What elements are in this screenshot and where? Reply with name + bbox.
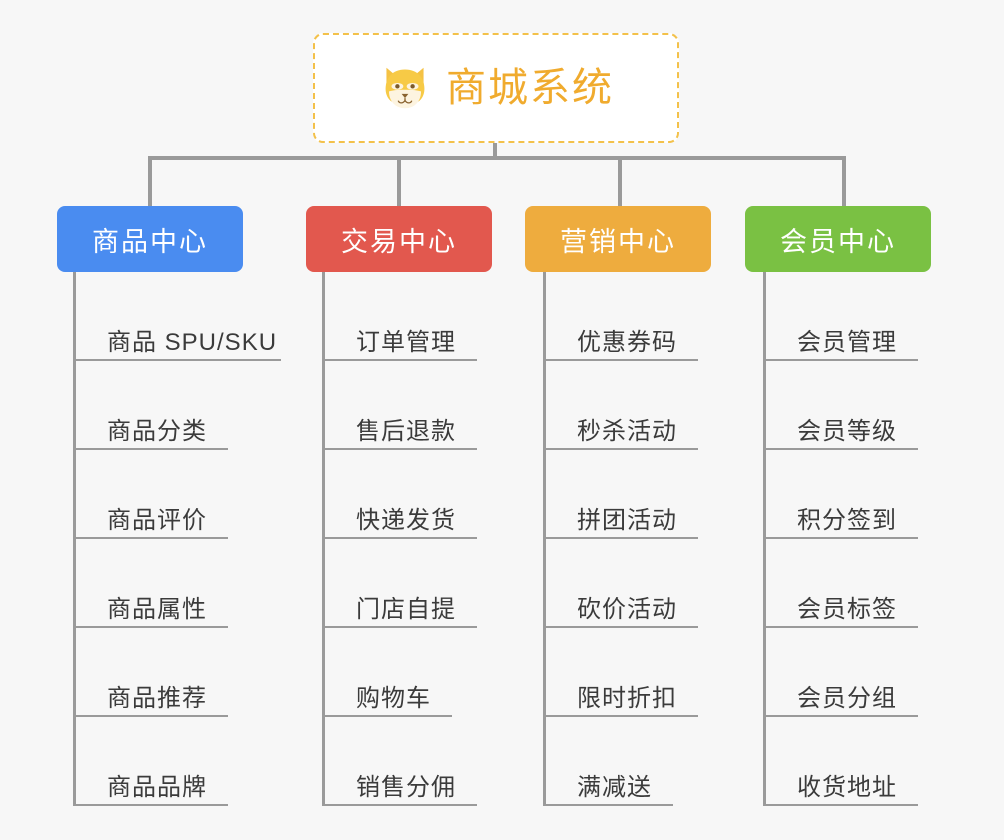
- leaf-item[interactable]: 商品分类: [73, 361, 277, 450]
- leaf-item-underline: [322, 626, 477, 628]
- leaf-item-label: 拼团活动: [577, 506, 677, 534]
- root-node-title: 商城系统: [446, 66, 614, 110]
- leaf-item[interactable]: 订单管理: [322, 272, 477, 361]
- leaf-item-label: 商品属性: [107, 595, 207, 623]
- leaf-item[interactable]: 销售分佣: [322, 717, 477, 806]
- category-label: 交易中心: [341, 226, 457, 257]
- leaf-item-underline: [763, 537, 918, 539]
- leaf-item-label: 会员管理: [797, 328, 897, 356]
- leaf-item[interactable]: 会员标签: [763, 539, 918, 628]
- leaf-item-underline: [763, 626, 918, 628]
- leaf-item[interactable]: 满减送: [543, 717, 677, 806]
- leaf-item[interactable]: 秒杀活动: [543, 361, 698, 450]
- leaf-item-label: 会员标签: [797, 595, 897, 623]
- leaf-item[interactable]: 积分签到: [763, 450, 918, 539]
- leaf-item-label: 快递发货: [356, 506, 456, 534]
- leaf-item[interactable]: 商品评价: [73, 450, 277, 539]
- leaf-item-label: 积分签到: [797, 506, 897, 534]
- category-label: 会员中心: [780, 226, 896, 257]
- leaf-item-underline: [322, 804, 477, 806]
- category-column-2: 订单管理售后退款快递发货门店自提购物车销售分佣: [322, 272, 477, 806]
- connector-bus: [148, 156, 846, 160]
- column-rail: [73, 272, 76, 806]
- leaf-item-underline: [543, 715, 698, 717]
- leaf-item[interactable]: 会员等级: [763, 361, 918, 450]
- leaf-item[interactable]: 快递发货: [322, 450, 477, 539]
- leaf-item-underline: [763, 448, 918, 450]
- leaf-item[interactable]: 售后退款: [322, 361, 477, 450]
- column-rail: [543, 272, 546, 806]
- leaf-item-label: 会员分组: [797, 684, 897, 712]
- leaf-item-underline: [73, 715, 228, 717]
- leaf-item-label: 商品品牌: [107, 773, 207, 801]
- leaf-item-label: 限时折扣: [577, 684, 677, 712]
- leaf-item-label: 商品分类: [107, 417, 207, 445]
- leaf-item-label: 商品评价: [107, 506, 207, 534]
- column-rail: [763, 272, 766, 806]
- leaf-item-label: 售后退款: [356, 417, 456, 445]
- leaf-item-label: 砍价活动: [577, 595, 677, 623]
- leaf-item-underline: [322, 715, 452, 717]
- root-node-card[interactable]: 商城系统: [313, 33, 679, 143]
- leaf-item[interactable]: 收货地址: [763, 717, 918, 806]
- leaf-item-underline: [73, 448, 228, 450]
- leaf-item[interactable]: 会员管理: [763, 272, 918, 361]
- shiba-dog-icon: [385, 67, 425, 109]
- connector-drop-3: [618, 156, 622, 208]
- connector-drop-2: [397, 156, 401, 208]
- leaf-item-label: 满减送: [577, 773, 652, 801]
- leaf-item-label: 优惠券码: [577, 328, 677, 356]
- leaf-item-underline: [322, 359, 477, 361]
- connector-drop-4: [842, 156, 846, 208]
- category-column-3: 优惠券码秒杀活动拼团活动砍价活动限时折扣满减送: [543, 272, 698, 806]
- leaf-item-underline: [763, 804, 918, 806]
- leaf-item-underline: [73, 537, 228, 539]
- category-column-4: 会员管理会员等级积分签到会员标签会员分组收货地址: [763, 272, 918, 806]
- category-node-4[interactable]: 会员中心: [745, 206, 931, 272]
- leaf-item-label: 购物车: [356, 684, 431, 712]
- leaf-item-label: 会员等级: [797, 417, 897, 445]
- leaf-item-label: 销售分佣: [356, 773, 456, 801]
- leaf-item-underline: [543, 448, 698, 450]
- category-label: 商品中心: [92, 226, 208, 257]
- leaf-item[interactable]: 门店自提: [322, 539, 477, 628]
- leaf-item[interactable]: 商品推荐: [73, 628, 277, 717]
- category-label: 营销中心: [560, 226, 676, 257]
- leaf-item[interactable]: 购物车: [322, 628, 456, 717]
- connector-drop-1: [148, 156, 152, 208]
- leaf-item-underline: [763, 715, 918, 717]
- leaf-item-underline: [543, 626, 698, 628]
- leaf-item[interactable]: 优惠券码: [543, 272, 698, 361]
- leaf-item-label: 收货地址: [797, 773, 897, 801]
- leaf-item-label: 商品推荐: [107, 684, 207, 712]
- leaf-item-label: 秒杀活动: [577, 417, 677, 445]
- leaf-item[interactable]: 限时折扣: [543, 628, 698, 717]
- leaf-item-underline: [322, 448, 477, 450]
- leaf-item-label: 门店自提: [356, 595, 456, 623]
- leaf-item-underline: [543, 359, 698, 361]
- category-node-2[interactable]: 交易中心: [306, 206, 492, 272]
- category-column-1: 商品 SPU/SKU 商品分类商品评价商品属性商品推荐商品品牌: [73, 272, 281, 806]
- leaf-item[interactable]: 商品属性: [73, 539, 277, 628]
- leaf-item-underline: [73, 626, 228, 628]
- leaf-item[interactable]: 商品品牌: [73, 717, 277, 806]
- leaf-item-label: 订单管理: [356, 328, 456, 356]
- leaf-item[interactable]: 拼团活动: [543, 450, 698, 539]
- leaf-item[interactable]: 商品 SPU/SKU: [73, 272, 281, 361]
- leaf-item-underline: [543, 804, 673, 806]
- column-rail: [322, 272, 325, 806]
- category-node-1[interactable]: 商品中心: [57, 206, 243, 272]
- leaf-item-underline: [763, 359, 918, 361]
- leaf-item[interactable]: 会员分组: [763, 628, 918, 717]
- leaf-item-underline: [73, 804, 228, 806]
- leaf-item-underline: [73, 359, 281, 361]
- leaf-item[interactable]: 砍价活动: [543, 539, 698, 628]
- category-node-3[interactable]: 营销中心: [525, 206, 711, 272]
- leaf-item-label: 商品 SPU/SKU: [107, 328, 278, 356]
- leaf-item-underline: [543, 537, 698, 539]
- leaf-item-underline: [322, 537, 477, 539]
- connector-stem: [493, 143, 497, 160]
